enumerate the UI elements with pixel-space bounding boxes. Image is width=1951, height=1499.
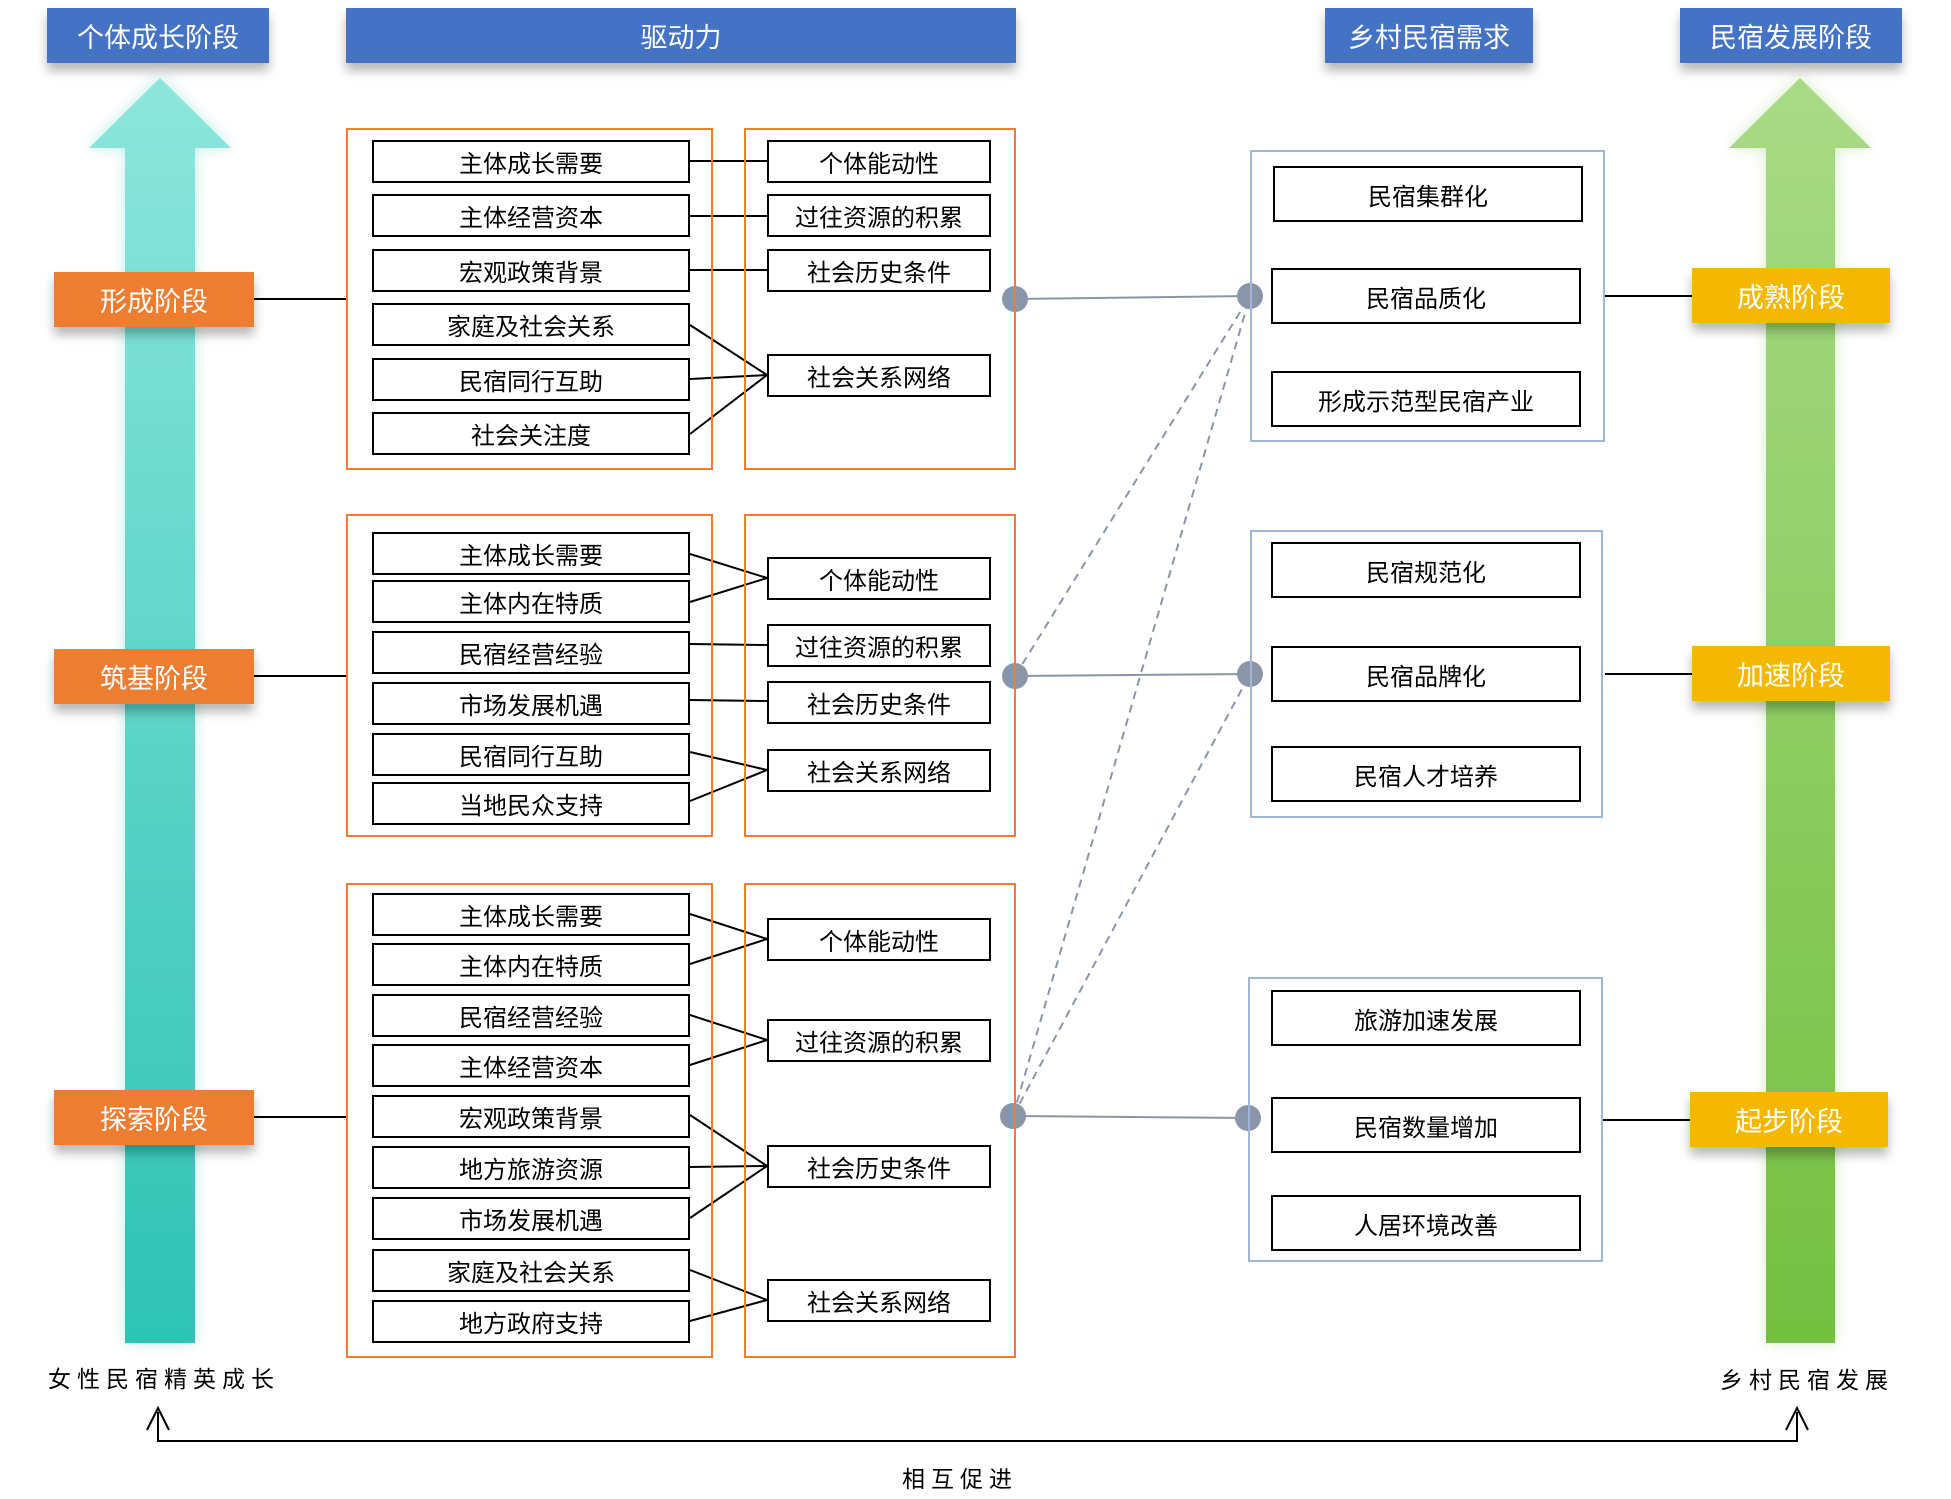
header-individual-stage: 个体成长阶段 xyxy=(47,8,269,63)
demand-box: 旅游加速发展 xyxy=(1271,990,1581,1046)
factor-box: 主体成长需要 xyxy=(372,140,690,183)
right-development-arrow xyxy=(1729,78,1871,1343)
stage-accelerating: 加速阶段 xyxy=(1692,646,1890,701)
header-development-stage: 民宿发展阶段 xyxy=(1680,8,1902,63)
demand-group-accelerating xyxy=(1250,530,1603,818)
stage-foundation: 筑基阶段 xyxy=(54,649,254,704)
factor-box: 主体成长需要 xyxy=(372,893,690,936)
force-box: 个体能动性 xyxy=(767,557,991,600)
left-arrow-label: 女性民宿精英成长 xyxy=(48,1367,280,1393)
factor-box: 主体成长需要 xyxy=(372,532,690,575)
factor-box: 民宿经营经验 xyxy=(372,631,690,674)
demand-box: 民宿规范化 xyxy=(1271,542,1581,598)
factor-box: 民宿同行互助 xyxy=(372,733,690,776)
factor-group-foundation xyxy=(346,514,713,837)
factor-box: 地方旅游资源 xyxy=(372,1146,690,1189)
force-box: 社会关系网络 xyxy=(767,1279,991,1322)
stage-exploration: 探索阶段 xyxy=(54,1090,254,1145)
factor-group-exploration xyxy=(346,883,713,1358)
factor-box: 当地民众支持 xyxy=(372,782,690,825)
demand-group-initial xyxy=(1248,977,1603,1262)
right-arrow-label: 乡村民宿发展 xyxy=(1720,1368,1894,1394)
demand-box: 形成示范型民宿产业 xyxy=(1271,371,1581,427)
demand-box: 人居环境改善 xyxy=(1271,1195,1581,1251)
demand-box: 民宿数量增加 xyxy=(1271,1097,1581,1153)
force-box: 过往资源的积累 xyxy=(767,1019,991,1062)
factor-box: 宏观政策背景 xyxy=(372,249,690,292)
factor-box: 民宿经营经验 xyxy=(372,994,690,1037)
factor-box: 主体经营资本 xyxy=(372,1044,690,1087)
demand-box: 民宿品牌化 xyxy=(1271,646,1581,702)
stage-mature: 成熟阶段 xyxy=(1692,268,1890,323)
factor-box: 社会关注度 xyxy=(372,412,690,455)
force-group-exploration xyxy=(744,883,1016,1358)
header-rural-demand: 乡村民宿需求 xyxy=(1325,8,1533,63)
factor-box: 地方政府支持 xyxy=(372,1300,690,1343)
force-box: 过往资源的积累 xyxy=(767,194,991,237)
demand-box: 民宿品质化 xyxy=(1271,268,1581,324)
factor-box: 家庭及社会关系 xyxy=(372,303,690,346)
factor-box: 家庭及社会关系 xyxy=(372,1249,690,1292)
connector-dot xyxy=(1000,1103,1026,1129)
factor-box: 主体内在特质 xyxy=(372,580,690,623)
force-box: 个体能动性 xyxy=(767,918,991,961)
factor-box: 宏观政策背景 xyxy=(372,1095,690,1138)
header-driving-force: 驱动力 xyxy=(346,8,1016,63)
mutual-promotion-label: 相互促进 xyxy=(902,1467,1018,1493)
force-box: 社会历史条件 xyxy=(767,681,991,724)
demand-box: 民宿人才培养 xyxy=(1271,746,1581,802)
force-group-formation xyxy=(744,128,1016,470)
force-box: 社会关系网络 xyxy=(767,749,991,792)
factor-box: 市场发展机遇 xyxy=(372,1197,690,1240)
force-group-foundation xyxy=(744,514,1016,837)
stage-initial: 起步阶段 xyxy=(1690,1092,1888,1147)
factor-box: 市场发展机遇 xyxy=(372,682,690,725)
factor-box: 民宿同行互助 xyxy=(372,358,690,401)
factor-box: 主体经营资本 xyxy=(372,194,690,237)
factor-group-formation xyxy=(346,128,713,470)
stage-formation: 形成阶段 xyxy=(54,272,254,327)
demand-box: 民宿集群化 xyxy=(1273,166,1583,222)
force-box: 过往资源的积累 xyxy=(767,624,991,667)
force-box: 社会历史条件 xyxy=(767,1145,991,1188)
force-box: 社会历史条件 xyxy=(767,249,991,292)
factor-box: 主体内在特质 xyxy=(372,943,690,986)
demand-group-mature xyxy=(1250,150,1605,442)
force-box: 个体能动性 xyxy=(767,140,991,183)
left-growth-arrow xyxy=(89,78,231,1343)
force-box: 社会关系网络 xyxy=(767,354,991,397)
